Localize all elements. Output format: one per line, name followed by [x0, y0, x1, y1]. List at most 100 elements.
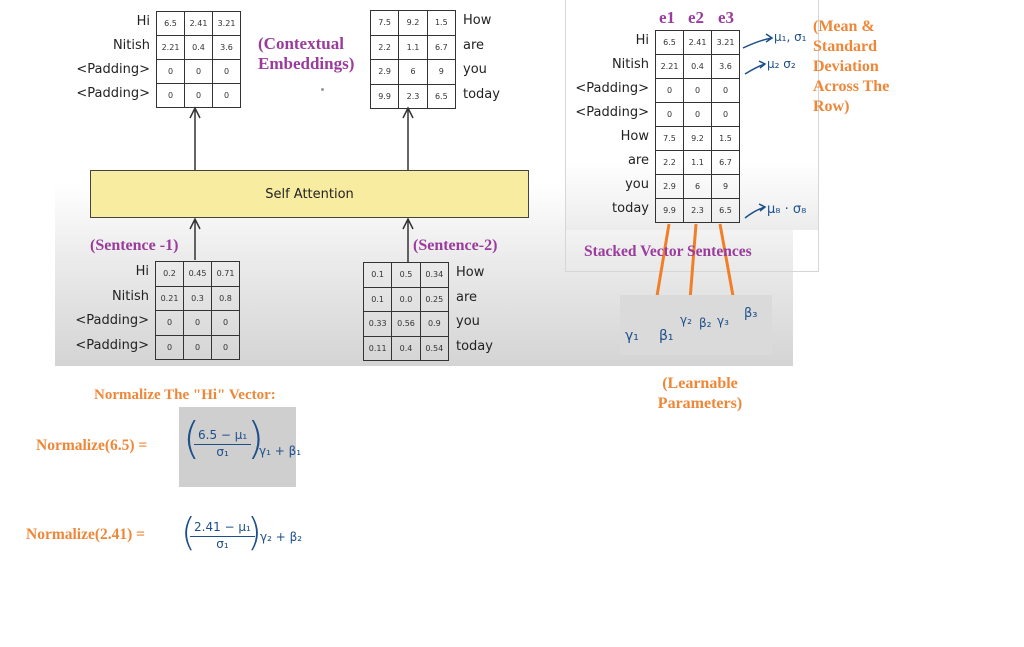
learnable-params-caption: (Learnable Parameters)	[657, 375, 743, 412]
gamma-1: γ₁	[625, 328, 639, 344]
row-stats-annotation: μ₂ σ₂	[767, 57, 796, 71]
eq2-tail: γ₂ + β₂	[260, 530, 303, 544]
matrix-cell: 0.54	[419, 335, 450, 361]
token-label: you	[456, 314, 480, 330]
token-label: you	[625, 177, 649, 192]
learnable-params-box	[620, 295, 772, 355]
normalize-heading: Normalize The "Hi" Vector:	[94, 387, 276, 403]
beta-3: β₃	[744, 306, 758, 321]
token-label: are	[456, 289, 478, 305]
token-label: <Padding>	[76, 86, 150, 101]
beta-2: β₂	[699, 316, 712, 330]
column-header-e1: e1	[659, 8, 676, 27]
column-header-e3: e3	[718, 8, 735, 27]
matrix-cell: 3.21	[212, 11, 241, 36]
matrix-cell: 2.2	[655, 150, 684, 175]
orange-connector	[688, 223, 698, 301]
equation-2-fraction: 2.41 − μ₁ σ₁	[190, 520, 255, 551]
contextual-embeddings-caption: (Contextual Embeddings)	[258, 34, 355, 73]
matrix-cell: 0.33	[362, 311, 393, 337]
stacked-caption: Stacked Vector Sentences	[584, 243, 752, 260]
arrow-up-icon	[402, 217, 414, 262]
gamma-2: γ₂	[680, 313, 692, 327]
dot	[321, 88, 324, 91]
matrix-cell: 0	[655, 102, 684, 127]
token-label: Hi	[135, 264, 149, 280]
matrix-cell: 2.9	[369, 59, 400, 85]
matrix-cell: 0	[211, 334, 240, 360]
matrix-cell: 2.21	[655, 54, 684, 79]
token-label: Hi	[136, 14, 150, 29]
token-label: you	[463, 62, 487, 78]
token-label: <Padding>	[575, 81, 649, 96]
matrix-cell: 0.5	[391, 262, 421, 288]
token-label: Nitish	[611, 57, 649, 72]
token-label: Nitish	[111, 288, 149, 304]
eq2-numerator: 2.41 − μ₁	[190, 520, 255, 537]
mean-std-note: (Mean & Standard Deviation Across The Ro…	[813, 18, 890, 115]
gamma-3: γ₃	[717, 314, 729, 328]
token-label: Hi	[635, 33, 649, 48]
matrix-cell: 6.5	[711, 198, 740, 223]
token-label: <Padding>	[76, 62, 150, 77]
orange-connector	[655, 223, 671, 297]
annotation-arrow-icon	[742, 33, 774, 49]
matrix-cell: 0	[655, 78, 684, 103]
matrix-cell: 6.7	[711, 150, 740, 175]
token-label: today	[463, 86, 500, 102]
column-header-e2: e2	[688, 8, 705, 27]
matrix-cell: 0.2	[155, 261, 184, 287]
matrix-cell: 0.25	[419, 286, 450, 312]
row-stats-annotation: μ₁, σ₁	[774, 30, 807, 44]
token-label: are	[463, 37, 485, 53]
matrix-cell: 0	[156, 83, 185, 108]
eq1-tail: γ₁ + β₁	[259, 444, 302, 458]
matrix-cell: 0.34	[419, 262, 450, 288]
token-label: How	[620, 129, 649, 144]
matrix-cell: 0.8	[211, 285, 240, 311]
matrix-cell: 9	[426, 59, 457, 85]
paren-left: (	[181, 510, 196, 554]
matrix-cell: 0	[155, 334, 184, 360]
matrix-cell: 6.5	[426, 83, 457, 109]
paren-left: (	[183, 413, 201, 464]
eq1-numerator: 6.5 − μ₁	[194, 428, 252, 445]
self-attention-block: Self Attention	[90, 170, 529, 218]
matrix-cell: 3.6	[212, 35, 241, 60]
equation-highlight	[179, 407, 296, 487]
matrix-cell: 2.41	[184, 11, 213, 36]
token-label: How	[456, 265, 485, 281]
token-label: today	[456, 338, 493, 354]
normalize-eq2-label: Normalize(2.41) =	[26, 526, 146, 543]
matrix-cell: 0.56	[391, 311, 421, 337]
token-label: How	[463, 13, 492, 29]
annotation-arrow-icon	[744, 60, 767, 75]
matrix-cell: 7.5	[655, 126, 684, 151]
matrix-cell: 0.4	[391, 335, 421, 361]
sentence-1-caption: (Sentence -1)	[90, 237, 179, 254]
eq2-denominator: σ₁	[216, 537, 229, 551]
beta-1: β₁	[659, 328, 674, 344]
token-label: are	[627, 153, 649, 168]
matrix-cell: 0.9	[419, 311, 450, 337]
token-label: <Padding>	[575, 105, 649, 120]
